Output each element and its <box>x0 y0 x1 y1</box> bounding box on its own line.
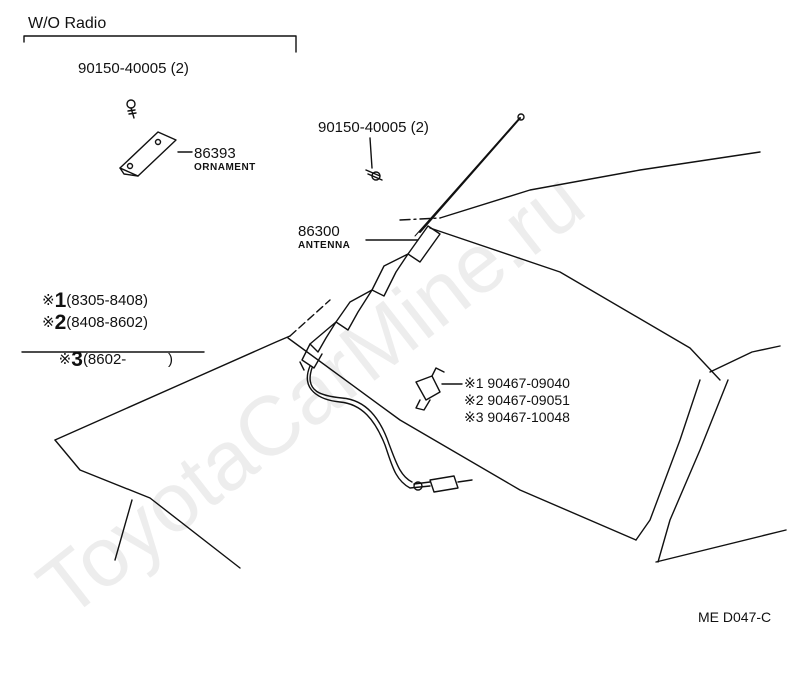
clip-icon <box>415 367 445 411</box>
antenna-icon <box>299 113 525 371</box>
ornament-part-number: 86393 <box>194 145 236 162</box>
clip-number: 90467-09051 <box>487 392 570 408</box>
clip-number: 90467-09040 <box>487 375 570 391</box>
clip-mark: ※3 <box>464 409 484 425</box>
hood-top-line <box>439 151 761 219</box>
clip-mark: ※2 <box>464 392 484 408</box>
legend-row-3: ※3(8602- ) <box>42 334 173 385</box>
legend-num: 3 <box>71 348 83 371</box>
screw-top-part-number: 90150-40005 (2) <box>78 61 189 76</box>
screw-mid-number: 90150-40005 <box>318 119 407 136</box>
title-bracket <box>23 35 297 53</box>
screw-mid-part-number: 90150-40005 (2) <box>318 120 429 135</box>
clip-part-number-3: ※3 90467-10048 <box>464 410 570 424</box>
screw-top-number: 90150-40005 <box>78 60 167 77</box>
antenna-part-number: 86300 <box>298 223 340 240</box>
windshield-edge <box>709 345 781 373</box>
fender-line <box>54 335 291 441</box>
legend-num: 1 <box>54 289 67 312</box>
legend-range: (8408-8602) <box>66 314 148 331</box>
legend-mark: ※ <box>42 314 55 331</box>
screw-mid-icon <box>365 137 383 181</box>
ornament-icon <box>119 131 177 177</box>
legend-row-1: ※1(8305-8408) <box>42 290 148 311</box>
cowl-line <box>287 337 637 541</box>
legend-num: 2 <box>54 311 67 334</box>
fender-wheel-arch <box>114 499 133 561</box>
diagram-code: ME D047-C <box>698 609 772 625</box>
legend-mark: ※ <box>58 351 72 368</box>
screw-top-icon <box>126 99 137 119</box>
screw-mid-qty: (2) <box>410 119 429 136</box>
legend-range: (8602- ) <box>82 351 173 368</box>
clip-part-number-2: ※2 90467-09051 <box>464 393 570 407</box>
hood-front-edge <box>429 227 721 381</box>
clip-mark: ※1 <box>464 375 484 391</box>
clip-number: 90467-10048 <box>487 409 570 425</box>
diagram-title: W/O Radio <box>28 15 107 32</box>
pillar-right <box>657 379 729 563</box>
antenna-cable <box>306 365 431 489</box>
legend-range: (8305-8408) <box>66 292 148 309</box>
antenna-plug-icon <box>413 475 473 493</box>
body-bottom <box>655 529 787 563</box>
hood-right-side <box>635 379 701 541</box>
ornament-part-name: ORNAMENT <box>194 162 256 173</box>
fender-lower <box>54 439 241 569</box>
legend-mark: ※ <box>42 292 55 309</box>
screw-top-qty: (2) <box>170 60 189 77</box>
legend-row-2: ※2(8408-8602) <box>42 312 148 333</box>
antenna-part-name: ANTENNA <box>298 240 351 251</box>
clip-part-number-1: ※1 90467-09040 <box>464 376 570 390</box>
